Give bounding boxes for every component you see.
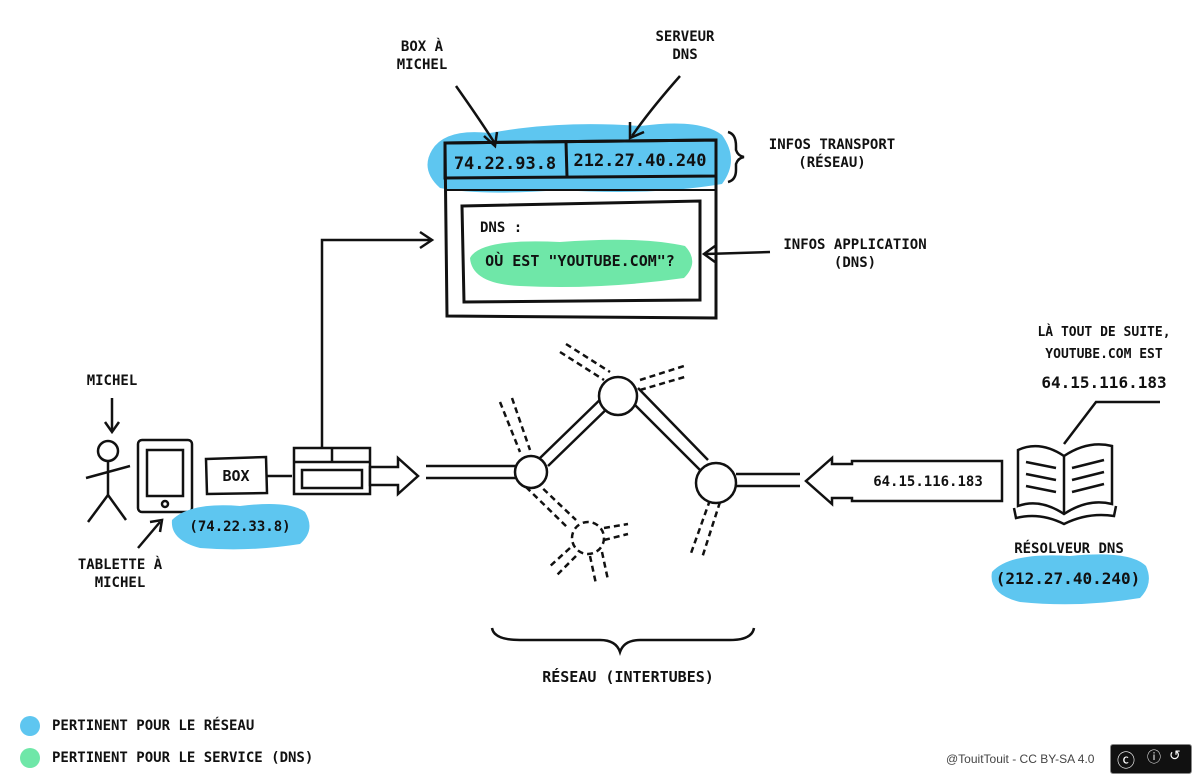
incoming-arrow (804, 455, 1004, 507)
legend-label-service: PERTINENT POUR LE SERVICE (DNS) (52, 750, 314, 766)
header-row (443, 138, 718, 180)
answer-ip: 64.15.116.183 (1041, 373, 1167, 392)
transport-info-label: INFOS TRANSPORT (RÉSEAU) (768, 137, 896, 171)
application-arrow (705, 250, 771, 256)
legend-item-service: PERTINENT POUR LE SERVICE (DNS) (20, 748, 313, 768)
cc-by-sa-badge: ⓒ ⓘ ↺ (1110, 744, 1192, 774)
dns-title: DNS : (480, 220, 522, 236)
legend-dot-network (20, 716, 40, 736)
router-node (570, 520, 606, 556)
legend-item-network: PERTINENT POUR LE RÉSEAU (20, 716, 254, 736)
response-ip: 64.15.116.183 (873, 474, 983, 490)
network-brace (490, 627, 756, 656)
box-rect (204, 455, 269, 496)
box-label-arrow (454, 85, 496, 143)
outgoing-arrow (368, 455, 420, 497)
router-node (694, 461, 738, 505)
network-label: RÉSEAU (INTERTUBES) (542, 667, 714, 686)
dst-ip: 212.27.40.240 (573, 151, 706, 171)
serveur-dns-label: SERVEUR DNS (655, 29, 715, 63)
router-node (513, 454, 549, 490)
michel-label: MICHEL (86, 373, 138, 389)
left-side: BOX (74.22.33.8) (85, 230, 435, 550)
tablet-label: TABLETTE À MICHEL (77, 557, 163, 591)
answer-line-1: LÀ TOUT DE SUITE, (1037, 325, 1171, 340)
mini-packet (292, 446, 372, 496)
box-michel-label: BOX À MICHEL (396, 39, 448, 73)
right-side: 64.15.116.183 (212.27.40.240) (804, 400, 1160, 605)
credit-text: @TouitTouit - CC BY-SA 4.0 (946, 752, 1095, 766)
dns-inner-box (460, 199, 702, 304)
michel-figure (85, 439, 131, 523)
box-ip-highlight (171, 504, 310, 550)
src-ip: 74.22.93.8 (454, 154, 556, 174)
resolver-label: RÉSOLVEUR DNS (1014, 541, 1124, 557)
service-highlight (470, 239, 693, 287)
resolver-ip: (212.27.40.240) (996, 569, 1141, 588)
box-ip: (74.22.33.8) (189, 519, 290, 535)
router-node (597, 375, 639, 417)
sa-icon: ↺ (1169, 747, 1181, 763)
answer-line-2: YOUTUBE.COM EST (1045, 347, 1163, 362)
application-info-label: INFOS APPLICATION (DNS) (783, 237, 927, 271)
by-icon: ⓘ (1147, 749, 1161, 765)
legend-label-network: PERTINENT POUR LE RÉSEAU (52, 718, 255, 734)
dns-label-arrow (630, 75, 681, 137)
box-label: BOX (222, 467, 249, 485)
packet: 74.22.93.8 212.27.40.240 DNS : OÙ EST "Y… (427, 75, 771, 320)
dns-query: OÙ EST "YOUTUBE.COM"? (485, 251, 675, 270)
cc-icon: ⓒ (1117, 751, 1135, 771)
legend-dot-service (20, 748, 40, 768)
book-icon (1012, 443, 1118, 526)
transport-brace (727, 130, 745, 184)
tablet-icon (136, 438, 194, 514)
resolver-ip-highlight (991, 554, 1149, 605)
network (426, 342, 800, 656)
